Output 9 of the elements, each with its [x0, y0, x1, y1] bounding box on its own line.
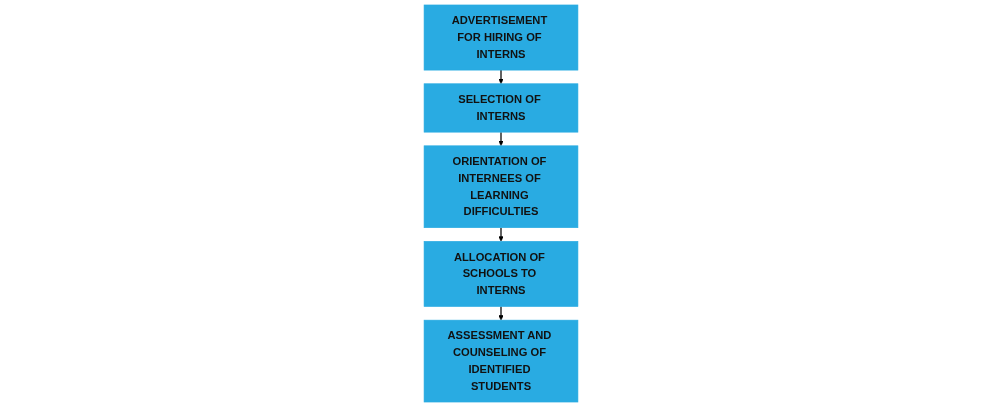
arrow — [498, 305, 504, 321]
node-box: SELECTION OF INTERNS — [423, 83, 579, 133]
arrow — [498, 131, 504, 147]
arrow — [498, 227, 504, 242]
arrow — [498, 69, 504, 84]
node-box: ASSESSMENT AND COUNSELING OF IDENTIFIED STUDENTS — [423, 319, 579, 403]
node-box: ORIENTATION OF INTERNEES OF LEARNING DIFFICULTIES — [423, 145, 579, 228]
node-box: ALLOCATION OF SCHOOLS TO INTERNS — [423, 241, 579, 307]
node-box: ADVERTISEMENT FOR HIRING OF INTERNS — [423, 4, 579, 71]
